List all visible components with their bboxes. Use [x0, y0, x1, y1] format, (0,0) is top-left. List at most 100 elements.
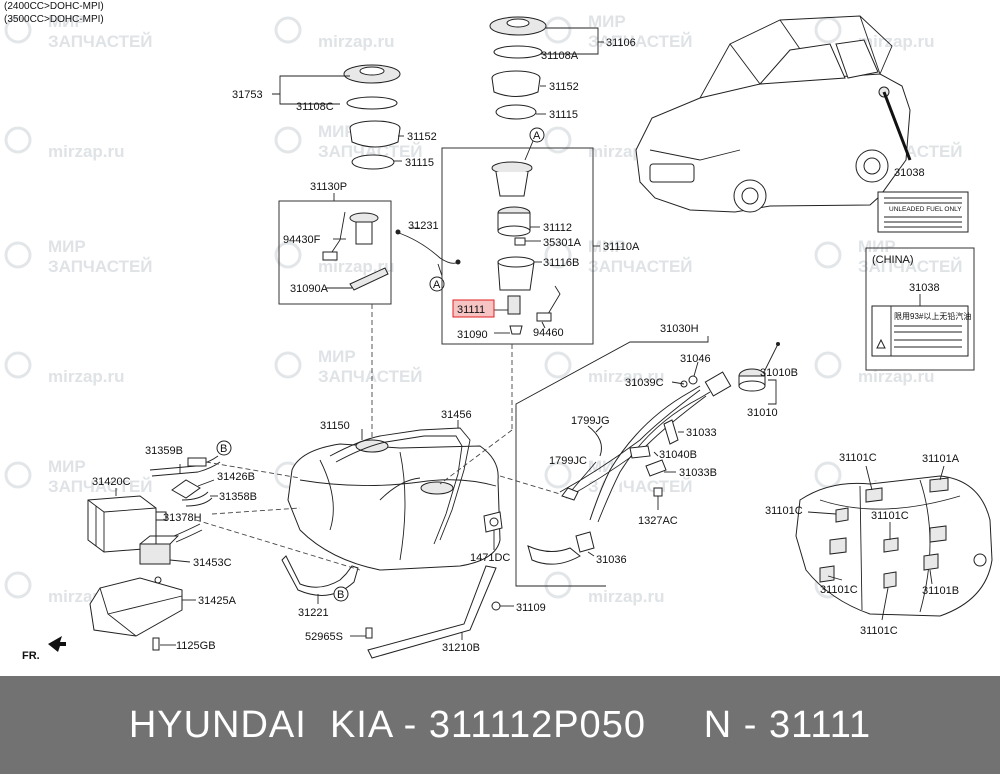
bolt-part	[154, 576, 162, 584]
part-label[interactable]: 94460	[533, 327, 564, 339]
part-label[interactable]: 31038	[894, 167, 925, 179]
part-label[interactable]: 31116B	[543, 257, 579, 269]
car-rear-window	[835, 39, 879, 79]
svg-text:mirzap.ru: mirzap.ru	[588, 367, 665, 386]
heat-shield-assembly: 31101C 31101A 31101C 31101C 31101C 31101…	[765, 452, 993, 637]
part-label[interactable]: 31358B	[219, 491, 257, 503]
part-label[interactable]: 31108A	[541, 50, 579, 62]
hose-connector-part	[187, 457, 207, 467]
svg-text:mirzap.ru: mirzap.ru	[588, 587, 665, 606]
part-label[interactable]: 31152	[407, 131, 437, 143]
part-label[interactable]: 31359B	[145, 445, 183, 457]
svg-text:mirzap.ru: mirzap.ru	[48, 142, 125, 161]
watermark-logo: МИР ЗАПЧАСТЕЙ	[274, 122, 423, 161]
clamp-part	[575, 531, 595, 553]
svg-text:mirzap.ru: mirzap.ru	[318, 32, 395, 51]
part-label[interactable]: 31101C	[839, 452, 877, 464]
car-body	[635, 73, 911, 213]
bracket-part	[349, 267, 389, 291]
part-label[interactable]: 31420C	[92, 476, 131, 488]
bolt-31109-part	[491, 601, 501, 611]
part-label[interactable]: 31101C	[860, 625, 898, 637]
shield-pad	[829, 537, 847, 555]
svg-text:МИР: МИР	[318, 347, 356, 366]
part-label[interactable]: 31109	[516, 602, 546, 614]
part-label[interactable]: 31010B	[760, 367, 798, 379]
caution-label-export: UNLEADED FUEL ONLY	[877, 191, 969, 233]
part-label[interactable]: 31090A	[290, 283, 329, 295]
svg-text:МИР: МИР	[48, 237, 86, 256]
clip-part	[514, 237, 526, 246]
part-label[interactable]: 31130P	[310, 181, 347, 193]
part-label[interactable]: 31101B	[922, 585, 959, 597]
front-arrow-icon	[48, 636, 66, 652]
part-label[interactable]: 52965S	[305, 631, 343, 643]
part-label[interactable]: 31150	[320, 420, 350, 432]
caution-label-china-box: (CHINA) 31038 限用93#以上无铅汽油	[865, 247, 975, 371]
part-label[interactable]: 31046	[680, 353, 711, 365]
reference-marker-b	[333, 586, 349, 602]
part-label[interactable]: 1125GB	[176, 640, 216, 652]
part-label[interactable]: 31038	[909, 282, 940, 294]
watermark-logo: mirzap.ru	[814, 351, 935, 386]
part-label[interactable]: 31231	[408, 220, 439, 232]
part-label[interactable]: 31426B	[217, 471, 255, 483]
part-label[interactable]: 31453C	[193, 557, 232, 569]
bolt-52965S-part	[365, 627, 373, 639]
part-label[interactable]: 31101C	[871, 510, 909, 522]
watermark-logo: МИР ЗАПЧАСТЕЙ	[4, 457, 153, 496]
part-label[interactable]: 31112	[543, 222, 572, 234]
part-label[interactable]: 31040B	[659, 449, 697, 461]
part-label[interactable]: 31210B	[442, 642, 480, 654]
strap-31210B-part	[367, 565, 497, 659]
shield-fitting	[973, 553, 987, 567]
fuel-tank-part	[287, 443, 501, 571]
shield-pad	[819, 565, 835, 583]
part-label[interactable]: 31101A	[922, 453, 960, 465]
part-label[interactable]: 31425A	[198, 595, 237, 607]
region-label: (CHINA)	[872, 254, 914, 266]
part-label[interactable]: 31152	[549, 81, 579, 93]
svg-text:МИР: МИР	[858, 237, 896, 256]
part-label[interactable]: 35301A	[543, 237, 582, 249]
part-label[interactable]: 31101C	[765, 505, 803, 517]
part-label[interactable]: 31090	[457, 329, 488, 341]
part-label[interactable]: 31106	[606, 37, 636, 49]
sensor-part	[536, 312, 552, 322]
part-label[interactable]: 1471DC	[470, 552, 510, 564]
fuel-tank-assembly: 31150 31456 1471DC	[287, 409, 510, 571]
part-label[interactable]: 31221	[298, 607, 329, 619]
part-label[interactable]: 31108C	[296, 101, 334, 113]
part-label[interactable]: 31033B	[679, 467, 717, 479]
part-label[interactable]: 31036	[596, 554, 627, 566]
reference-letter: A	[433, 279, 441, 291]
filler-neck-assembly: 31030H 31046 31039C 1799JG 31033 31040B …	[515, 323, 732, 587]
part-label[interactable]: 31753	[232, 89, 263, 101]
part-label[interactable]: 31039C	[625, 377, 664, 389]
part-label[interactable]: 31030H	[660, 323, 699, 335]
part-label[interactable]: 31033	[686, 427, 717, 439]
part-label[interactable]: 31456	[441, 409, 472, 421]
cover-plate-center	[506, 18, 530, 28]
hose-clip-part	[587, 425, 602, 457]
highlighted-part-label[interactable]	[452, 299, 495, 318]
watermark-logo: mirzap.ru	[544, 351, 665, 386]
part-label[interactable]: 31378H	[163, 512, 202, 524]
part-label[interactable]: 1327AC	[638, 515, 678, 527]
part-label[interactable]: 31115	[549, 109, 578, 121]
svg-text:ЗАПЧАСТЕЙ: ЗАПЧАСТЕЙ	[48, 477, 153, 496]
part-label[interactable]: 31101C	[820, 584, 858, 596]
car-side-window	[758, 43, 846, 85]
svg-text:mirzap.ru: mirzap.ru	[318, 257, 395, 276]
part-label[interactable]: 31010	[747, 407, 778, 419]
part-label[interactable]: 1799JG	[571, 415, 610, 427]
reference-marker-a	[429, 276, 445, 292]
part-label[interactable]: 1799JC	[549, 455, 587, 467]
o-ring-part	[351, 154, 395, 170]
part-label[interactable]: 31110A	[603, 241, 640, 253]
part-label[interactable]: 94430F	[283, 234, 321, 246]
part-label[interactable]: 31115	[405, 157, 434, 169]
vehicle-illustration: 31038	[635, 15, 925, 213]
part-label-highlighted[interactable]: 31111	[457, 304, 485, 316]
